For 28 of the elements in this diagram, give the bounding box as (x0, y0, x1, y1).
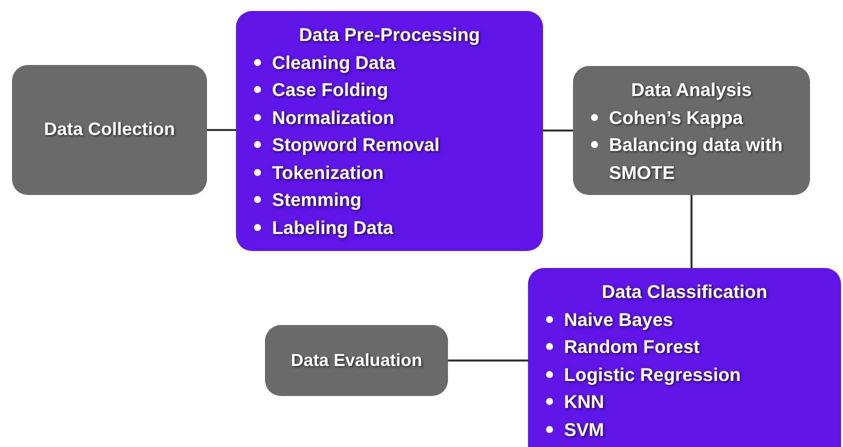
list-item: Naive Bayes (564, 308, 674, 332)
list-item: Random Forest (564, 335, 700, 359)
list-item: Tokenization (272, 160, 384, 184)
process-box (265, 325, 448, 396)
list-item: Logistic Regression (564, 362, 741, 387)
list-item: Cohen’s Kappa (609, 106, 743, 130)
list-item: SVM (564, 418, 604, 442)
list-item: Balancing data with SMOTE (609, 133, 784, 184)
process-box (236, 11, 543, 251)
box-heading: Data Pre-Processing (299, 23, 480, 47)
connector-line (690, 195, 692, 268)
list-item: Normalization (272, 106, 394, 130)
process-box (12, 65, 207, 195)
list-item: Case Folding (272, 78, 388, 102)
process-box (573, 66, 810, 195)
list-item: KNN (564, 390, 604, 414)
box-heading: Data Analysis (631, 78, 752, 102)
list-item: Stopword Removal (272, 133, 440, 157)
list-item: Cleaning Data (272, 50, 396, 75)
process-box (528, 268, 841, 447)
connector-line (543, 130, 573, 132)
list-item: Stemming (272, 188, 362, 212)
list-item: Labeling Data (272, 216, 394, 240)
box-heading: Data Collection (44, 118, 176, 142)
box-heading: Data Classification (602, 280, 768, 304)
connector-line (448, 360, 528, 362)
connector-line (207, 129, 236, 131)
box-heading: Data Evaluation (290, 348, 422, 372)
